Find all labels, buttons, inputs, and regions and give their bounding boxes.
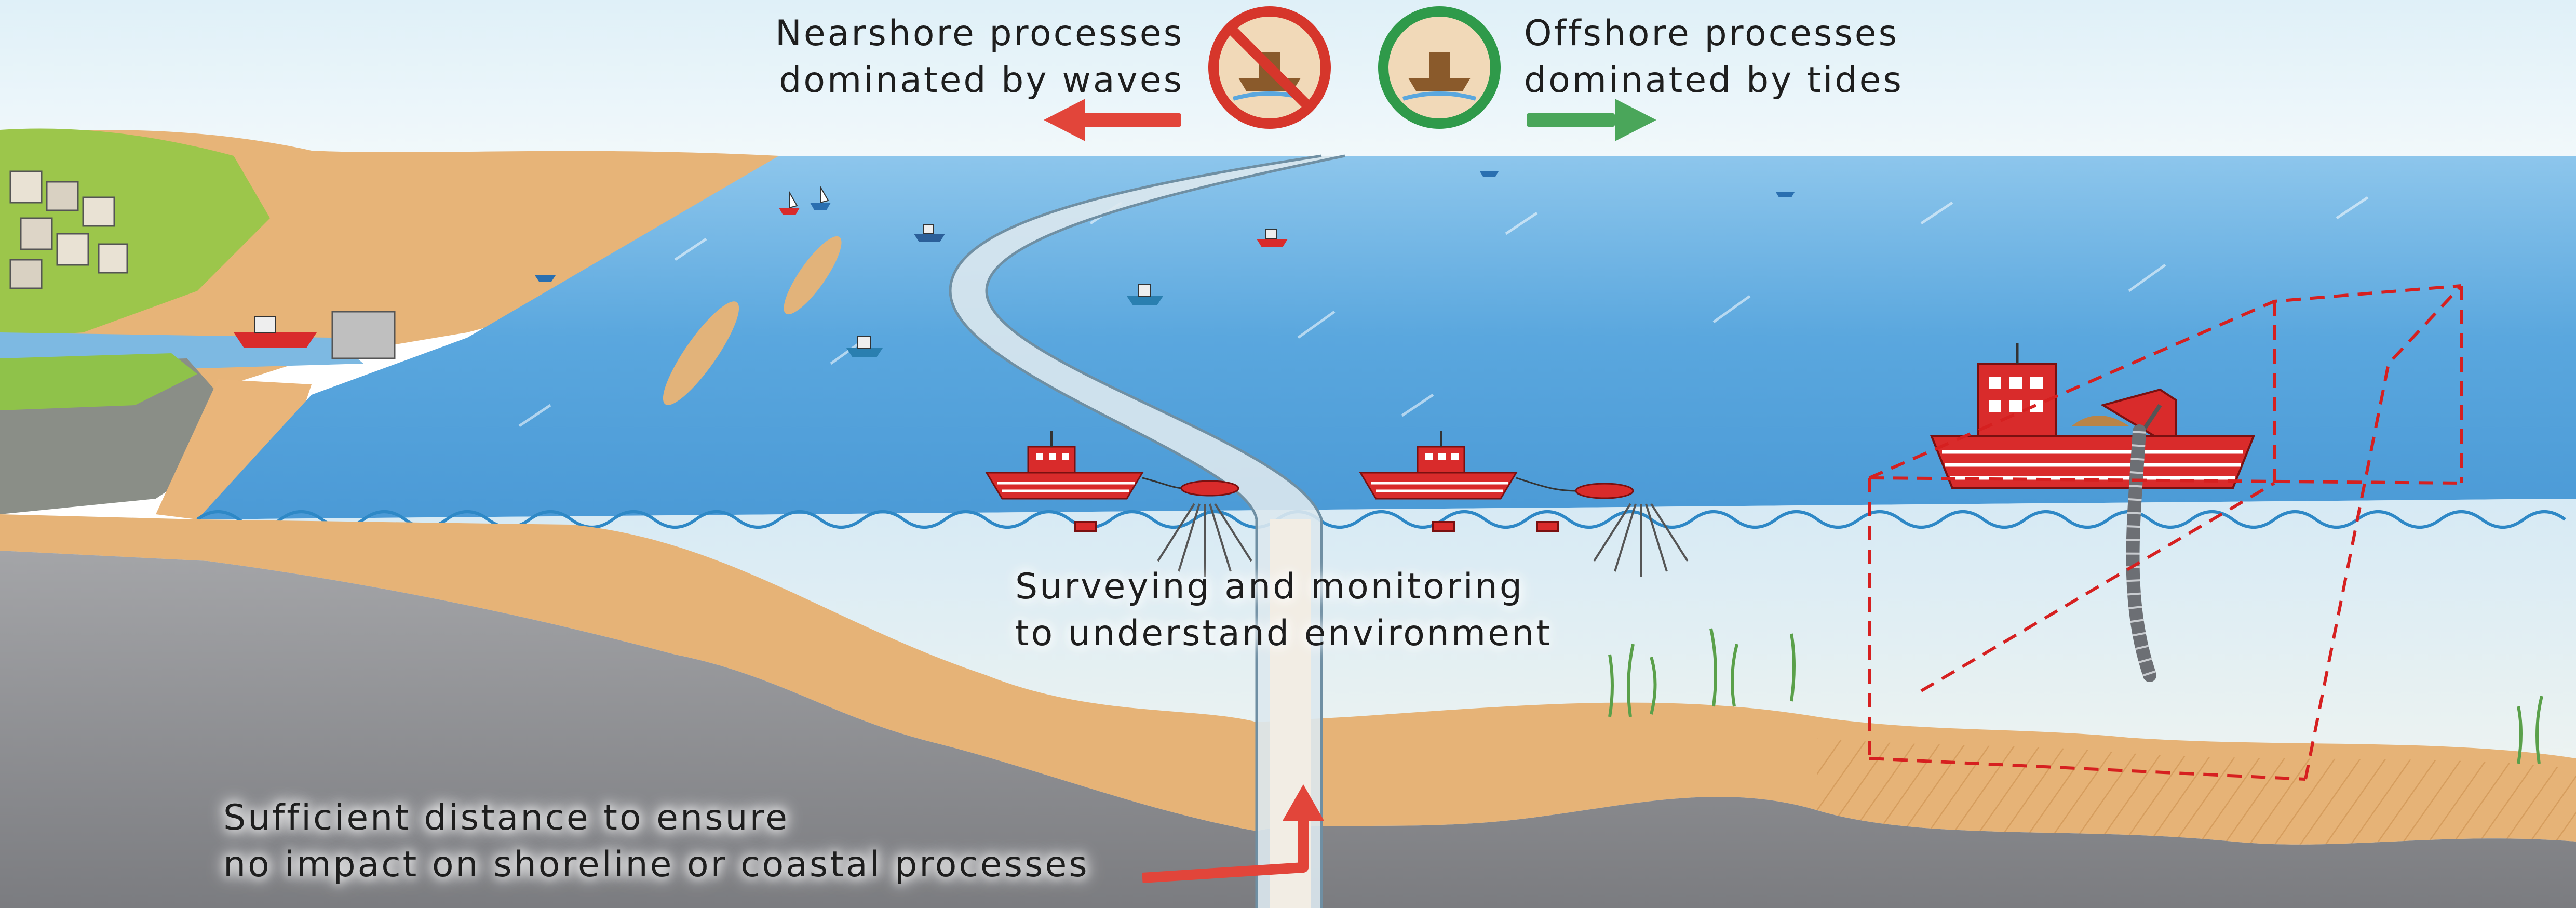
survey-label-line-1: Surveying and monitoring — [1015, 566, 1525, 607]
dredge-pipe — [2126, 424, 2156, 682]
grass-cliff-top — [0, 353, 197, 410]
offshore-label-line-2: dominated by tides — [1524, 60, 1904, 101]
permitted-dredging-icon — [1378, 6, 1501, 129]
prohibited-dredging-icon — [1208, 6, 1331, 129]
nearshore-label: Nearshore processes dominated by waves — [550, 10, 1184, 104]
survey-vessel — [985, 431, 1239, 500]
distance-label-line-2: no impact on shoreline or coastal proces… — [223, 844, 1089, 885]
coastal-town — [9, 170, 128, 289]
nearshore-arrow — [1044, 99, 1181, 141]
licence-area-box — [1868, 284, 2463, 781]
nearshore-label-line-1: Nearshore processes — [775, 13, 1184, 54]
survey-vessel — [1359, 431, 1634, 500]
dredging-vessel — [1930, 343, 2255, 489]
nearshore-label-line-2: dominated by waves — [779, 60, 1184, 101]
sandbar — [663, 301, 739, 405]
offshore-label: Offshore processes dominated by tides — [1524, 10, 2147, 104]
sandbar — [784, 236, 842, 315]
beach — [156, 379, 312, 519]
harbour-pier — [331, 311, 396, 359]
seagrass — [1608, 628, 2543, 764]
distant-boats — [234, 171, 1795, 357]
offshore-label-line-1: Offshore processes — [1524, 13, 1899, 54]
offshore-arrow — [1527, 99, 1656, 141]
sonar-beams — [1074, 503, 1689, 577]
sand-hatch — [1817, 738, 2576, 845]
survey-label: Surveying and monitoring to understand e… — [1015, 564, 1638, 657]
distance-arrow — [1142, 784, 1324, 883]
green-hills — [0, 128, 270, 338]
distance-label: Sufficient distance to ensure no impact … — [223, 795, 1158, 888]
survey-label-line-2: to understand environment — [1015, 613, 1552, 654]
seabed-rock — [0, 551, 2576, 908]
boundary-channel-outline — [949, 154, 1345, 908]
distance-label-line-1: Sufficient distance to ensure — [223, 797, 789, 838]
